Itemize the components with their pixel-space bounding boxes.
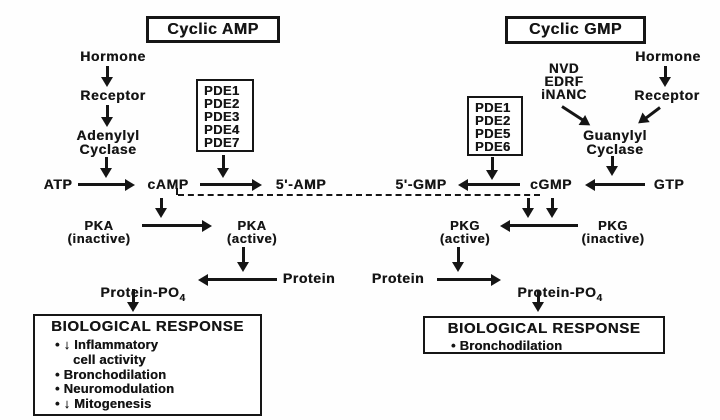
receptor-to-adenylyl-cyclase-arrow — [101, 105, 113, 127]
guanylyl-cyclase-to-cgmp-arrow — [606, 156, 618, 176]
adenylyl-cyclase-label: Adenylyl Cyclase — [76, 127, 140, 157]
list-item: • ↓ Inflammatory cell activity — [55, 337, 159, 367]
five-prime-amp-label: 5'-AMP — [275, 176, 327, 192]
gtp-to-cgmp-arrow — [585, 178, 645, 191]
list-item: PDE1 — [204, 83, 240, 98]
pka-active-to-protein-arrow — [237, 247, 249, 272]
phospho-protein-label-right: Protein-PO4 — [505, 272, 615, 305]
cgmp-to-pkg-arrow-2 — [546, 198, 558, 218]
list-item: • Neuromodulation — [55, 381, 175, 397]
phospho-protein-text-left: Protein-PO — [100, 283, 180, 300]
pkg-active-to-protein-arrow — [452, 247, 464, 272]
hormone-label-right: Hormone — [635, 48, 701, 64]
adenylyl-cyclase-to-reaction-arrow — [100, 157, 112, 178]
biological-response-list-right: • Bronchodilation — [425, 337, 663, 354]
phospho-protein-subscript-right: 4 — [596, 292, 603, 304]
list-item: PDE3 — [204, 109, 240, 124]
list-item: PDE1 — [475, 100, 511, 115]
crosstalk-dashed-line — [178, 194, 540, 196]
stimuli-to-guanylyl-cyclase-arrow — [561, 105, 584, 122]
pkg-inactive-label: PKG (inactive) — [581, 218, 645, 246]
list-item: • ↓ Mitogenesis — [55, 396, 152, 412]
cgmp-label: cGMP — [529, 176, 573, 192]
list-item: PDE2 — [204, 96, 240, 111]
pka-inactive-to-active-arrow — [142, 219, 212, 232]
cgmp-to-pkg-arrow-1 — [522, 198, 534, 218]
biological-response-list-left: • ↓ Inflammatory cell activity• Bronchod… — [35, 335, 260, 412]
receptor-to-guanylyl-cyclase-arrow — [644, 106, 661, 120]
list-item: PDE5 — [475, 126, 511, 141]
biological-response-title-right: BIOLOGICAL RESPONSE — [447, 320, 641, 337]
biological-response-box-right: BIOLOGICAL RESPONSE • Bronchodilation — [423, 316, 665, 354]
atp-to-camp-arrow — [78, 178, 135, 191]
protein-to-phospho-protein-arrow-left — [198, 273, 277, 286]
biological-response-box-left: BIOLOGICAL RESPONSE • ↓ Inflammatory cel… — [33, 314, 262, 416]
list-item: PDE6 — [475, 139, 511, 154]
protein-label-right: Protein — [371, 270, 425, 286]
phospho-protein-to-response-arrow-right — [532, 290, 544, 312]
cyclic-amp-title-box: Cyclic AMP — [146, 16, 280, 43]
pde-left-to-reaction-arrow — [217, 155, 229, 178]
atp-label: ATP — [43, 176, 73, 192]
protein-label-left: Protein — [282, 270, 336, 286]
list-item: PDE4 — [204, 122, 240, 137]
pde-right-to-reaction-arrow — [486, 157, 498, 180]
pkg-inactive-to-active-arrow — [500, 219, 578, 232]
pkg-active-label: PKG (active) — [439, 218, 491, 246]
pka-inactive-label: PKA (inactive) — [67, 218, 131, 246]
five-prime-gmp-label: 5'-GMP — [395, 176, 447, 192]
cgmp-to-5gmp-arrow — [458, 178, 520, 191]
phospho-protein-text-right: Protein-PO — [517, 283, 597, 300]
list-item: PDE7 — [204, 135, 240, 150]
guanylyl-cyclase-label: Guanylyl Cyclase — [583, 127, 647, 157]
list-item: PDE2 — [475, 113, 511, 128]
list-item: • Bronchodilation — [451, 338, 563, 353]
hormone-label-left: Hormone — [80, 48, 146, 64]
camp-label: cAMP — [147, 176, 189, 192]
list-item: • Bronchodilation — [55, 366, 167, 382]
nvd-edrf-inanc-label: NVD EDRF iNANC — [541, 61, 587, 102]
pka-active-label: PKA (active) — [226, 218, 278, 246]
phospho-protein-to-response-arrow-left — [127, 289, 139, 312]
receptor-label-left: Receptor — [80, 87, 146, 103]
phospho-protein-label-left: Protein-PO4 — [88, 272, 198, 305]
hormone-to-receptor-arrow-right — [659, 66, 671, 87]
biological-response-title-left: BIOLOGICAL RESPONSE — [51, 318, 244, 335]
phospho-protein-subscript-left: 4 — [179, 292, 186, 304]
cyclic-gmp-title-box: Cyclic GMP — [505, 16, 646, 44]
protein-to-phospho-protein-arrow-right — [437, 273, 501, 286]
gtp-label: GTP — [653, 176, 685, 192]
camp-to-5amp-arrow — [200, 178, 262, 191]
camp-to-pka-arrow — [155, 198, 167, 218]
hormone-to-receptor-arrow-left — [101, 66, 113, 87]
crosstalk-dashed-tick — [176, 188, 178, 195]
receptor-label-right: Receptor — [634, 87, 700, 103]
